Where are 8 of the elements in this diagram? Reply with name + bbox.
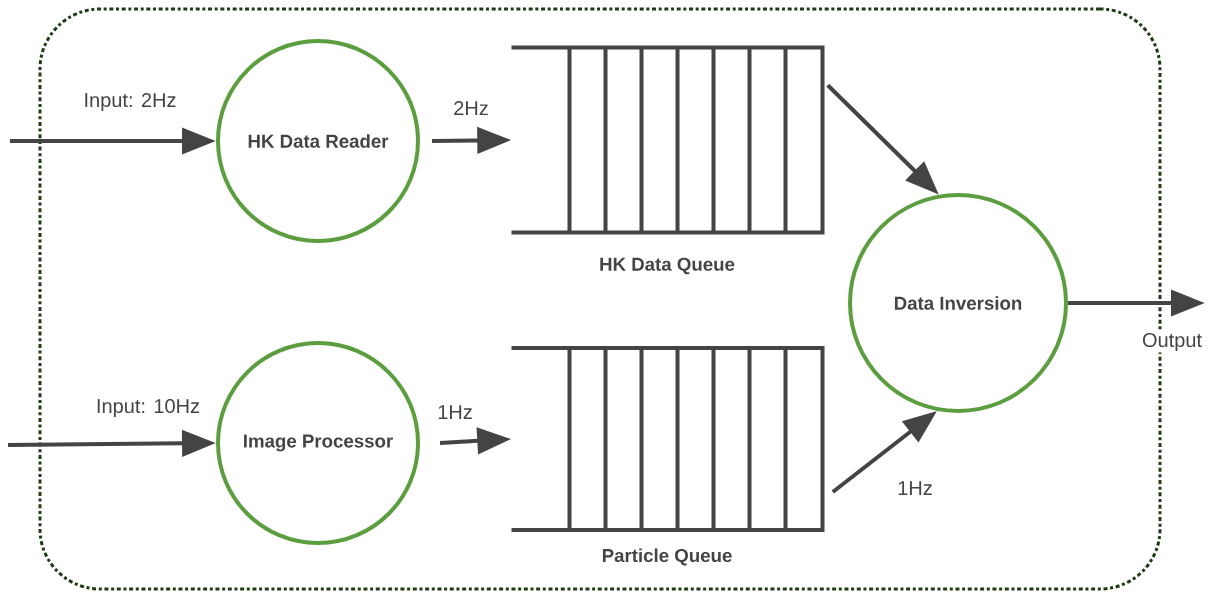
edge-label: Input: 10Hz [94, 397, 202, 419]
queue-label: Particle Queue [602, 548, 732, 566]
edge-label: Input: 2Hz [82, 91, 178, 113]
edge-label: Output [1140, 331, 1204, 353]
edge-label: 2Hz [451, 99, 491, 117]
edge-label: 1Hz [435, 403, 475, 421]
edge-label: 1Hz [895, 479, 935, 497]
queue-label: HK Data Queue [600, 257, 735, 275]
